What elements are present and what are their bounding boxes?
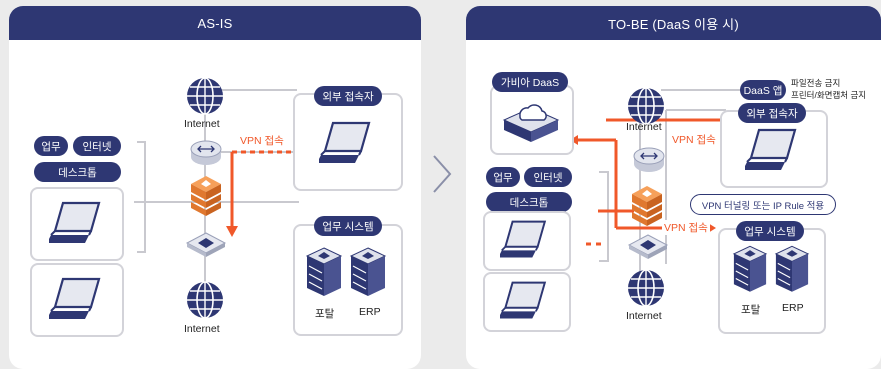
external-user-label: 외부 접속자 — [738, 103, 806, 123]
desktop-tag-work: 업무 — [34, 136, 68, 156]
daas-app-label: DaaS 앱 — [740, 80, 786, 100]
to-be-panel: TO-BE (DaaS 이용 시) 가비아 DaaS Int — [466, 6, 881, 369]
switch-icon — [627, 234, 669, 259]
tunnel-note: VPN 터널링 또는 IP Rule 적용 — [690, 194, 836, 215]
external-user-box — [293, 93, 403, 191]
as-is-panel: AS-IS Internet — [9, 6, 421, 369]
internet-label-top: Internet — [626, 121, 662, 133]
laptop-icon — [49, 277, 101, 319]
laptop-icon — [500, 220, 547, 258]
vpn-label: VPN 접속 — [238, 133, 286, 148]
laptop-icon — [49, 201, 101, 243]
erp-label: ERP — [782, 302, 804, 314]
globe-icon — [628, 87, 664, 125]
portal-label: 포탈 — [315, 308, 335, 320]
cloud-icon — [502, 104, 560, 142]
server-icon — [774, 245, 810, 292]
to-be-title: TO-BE (DaaS 이용 시) — [466, 6, 881, 40]
firewall-icon — [632, 186, 662, 226]
desktop-tag-work: 업무 — [486, 167, 520, 187]
desktop-laptop-box-2 — [483, 272, 571, 332]
switch-icon — [185, 232, 227, 257]
desktop-tag-internet: 인터넷 — [73, 136, 121, 156]
firewall-icon — [191, 176, 221, 216]
laptop-icon — [745, 128, 797, 170]
desktop-laptop-box-1 — [30, 187, 124, 261]
server-icon — [349, 247, 387, 296]
desktop-title: 데스크톱 — [486, 192, 572, 212]
laptop-icon — [319, 121, 371, 163]
portal-label: 포탈 — [741, 304, 761, 316]
daas-note-2: 프린터/화면캡처 금지 — [791, 90, 867, 100]
globe-icon — [187, 77, 223, 115]
vpn-label-top: VPN 접속 — [670, 132, 718, 147]
internet-label-top: Internet — [184, 118, 220, 130]
laptop-icon — [500, 281, 547, 319]
chevron-right-icon — [433, 155, 452, 193]
daas-label: 가비아 DaaS — [492, 72, 568, 92]
desktop-title: 데스크톱 — [34, 162, 121, 182]
business-system-label: 업무 시스템 — [736, 221, 804, 241]
vpn-label-bottom: VPN 접속 — [662, 220, 710, 235]
daas-note-1: 파일전송 금지 — [791, 78, 841, 88]
external-user-box — [720, 110, 828, 188]
internet-label-bottom: Internet — [184, 323, 220, 335]
erp-label: ERP — [359, 306, 381, 318]
desktop-tag-internet: 인터넷 — [524, 167, 572, 187]
router-icon — [190, 140, 222, 165]
globe-icon — [187, 281, 223, 319]
external-user-label: 외부 접속자 — [314, 86, 382, 106]
internet-label-bottom: Internet — [626, 310, 662, 322]
router-icon — [633, 147, 665, 172]
server-icon — [732, 245, 768, 292]
as-is-title: AS-IS — [9, 6, 421, 40]
globe-icon — [628, 269, 664, 307]
desktop-laptop-box-2 — [30, 263, 124, 337]
business-system-label: 업무 시스템 — [314, 216, 382, 236]
server-icon — [305, 247, 343, 296]
desktop-laptop-box-1 — [483, 211, 571, 271]
